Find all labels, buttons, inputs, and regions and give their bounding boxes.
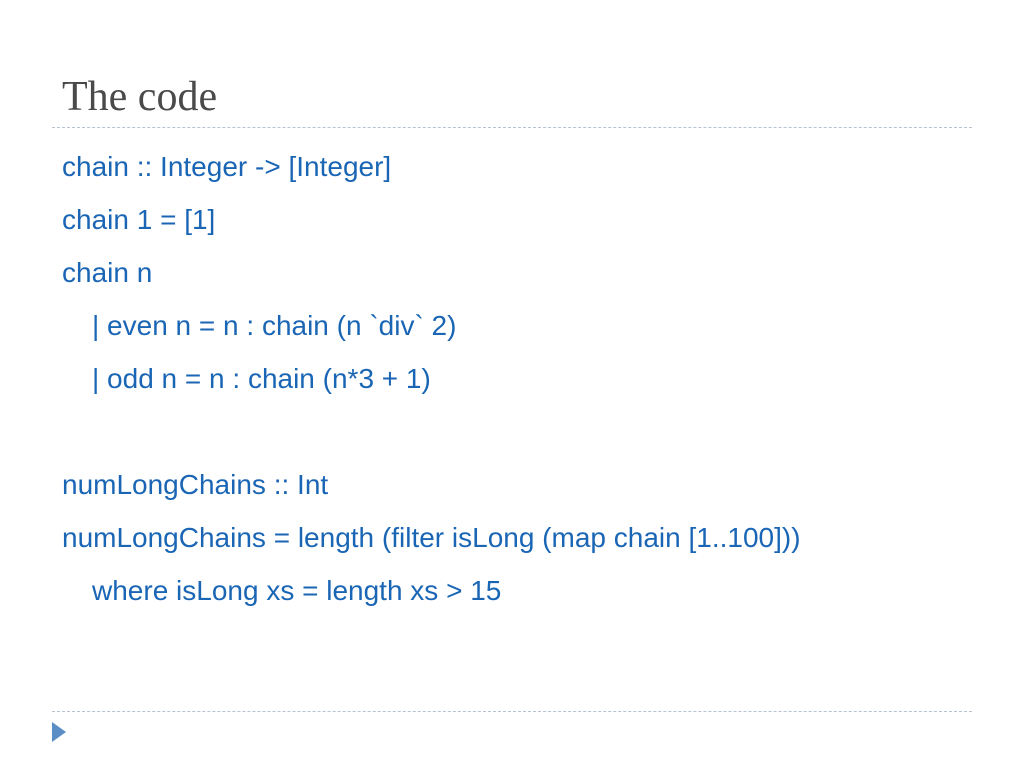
title-divider [52, 127, 972, 128]
code-block: chain :: Integer -> [Integer] chain 1 = … [62, 140, 801, 617]
code-line: | even n = n : chain (n `div` 2) [92, 310, 457, 341]
play-triangle-icon[interactable] [52, 722, 66, 742]
slide-title: The code [62, 74, 218, 120]
code-line: chain :: Integer -> [Integer] [62, 151, 392, 182]
code-line: numLongChains = length (filter isLong (m… [62, 522, 801, 553]
code-line: numLongChains :: Int [62, 469, 329, 500]
code-line: where isLong xs = length xs > 15 [92, 575, 502, 606]
code-line: | odd n = n : chain (n*3 + 1) [92, 363, 431, 394]
footer-divider [52, 711, 972, 712]
code-line-blank [62, 405, 801, 458]
code-line: chain 1 = [1] [62, 204, 216, 235]
code-line: chain n [62, 257, 153, 288]
